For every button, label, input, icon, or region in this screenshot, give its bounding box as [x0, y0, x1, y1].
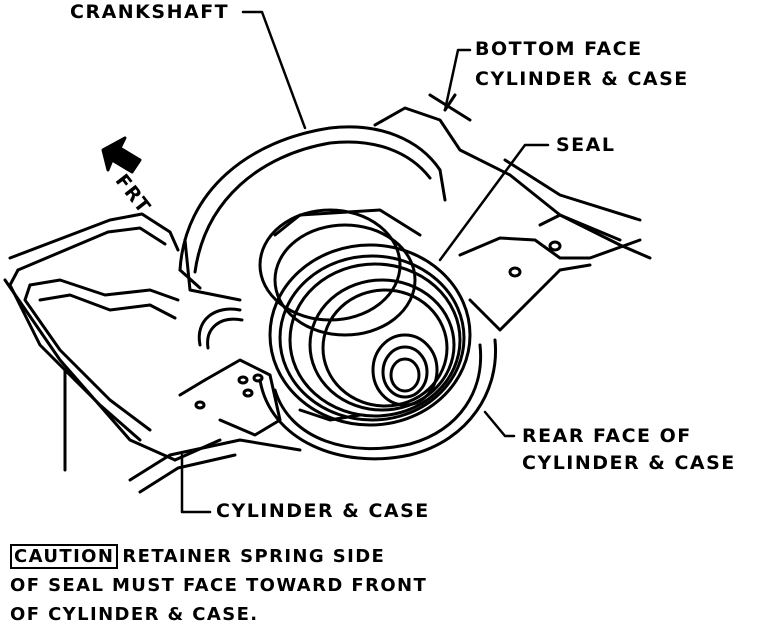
crankshaft-label: CRANKSHAFT — [70, 1, 230, 23]
seal-label: SEAL — [556, 134, 616, 156]
caution-tag: CAUTION — [10, 544, 119, 569]
rear-face-label-line2: CYLINDER & CASE — [522, 452, 736, 474]
rear-face-leader — [483, 410, 516, 438]
seal-bore — [371, 333, 439, 407]
seal-housing — [178, 307, 498, 461]
rear-main-seal — [268, 243, 472, 427]
caution-line2: OF SEAL MUST FACE TOWARD FRONT — [10, 575, 428, 596]
caution-line3: OF CYLINDER & CASE. — [10, 604, 259, 625]
crankshaft-counterweight — [178, 125, 447, 302]
rear-face-label-line1: REAR FACE OF — [522, 425, 692, 447]
cylinder-case-label: CYLINDER & CASE — [216, 500, 430, 522]
caution-line1-text: RETAINER SPRING SIDE — [122, 546, 386, 567]
case-right-flange — [373, 93, 652, 332]
seal-leader — [438, 143, 550, 262]
bottom-face-label-line1: BOTTOM FACE — [475, 38, 643, 60]
bottom-face-label-line2: CYLINDER & CASE — [475, 68, 689, 90]
leader-lines — [180, 10, 550, 514]
bottom-face-leader — [443, 48, 472, 112]
cylinder-case-leader — [180, 453, 212, 514]
crankshaft-leader — [241, 10, 307, 130]
front-arrow-icon — [101, 136, 142, 174]
case-left-flange — [3, 212, 302, 494]
